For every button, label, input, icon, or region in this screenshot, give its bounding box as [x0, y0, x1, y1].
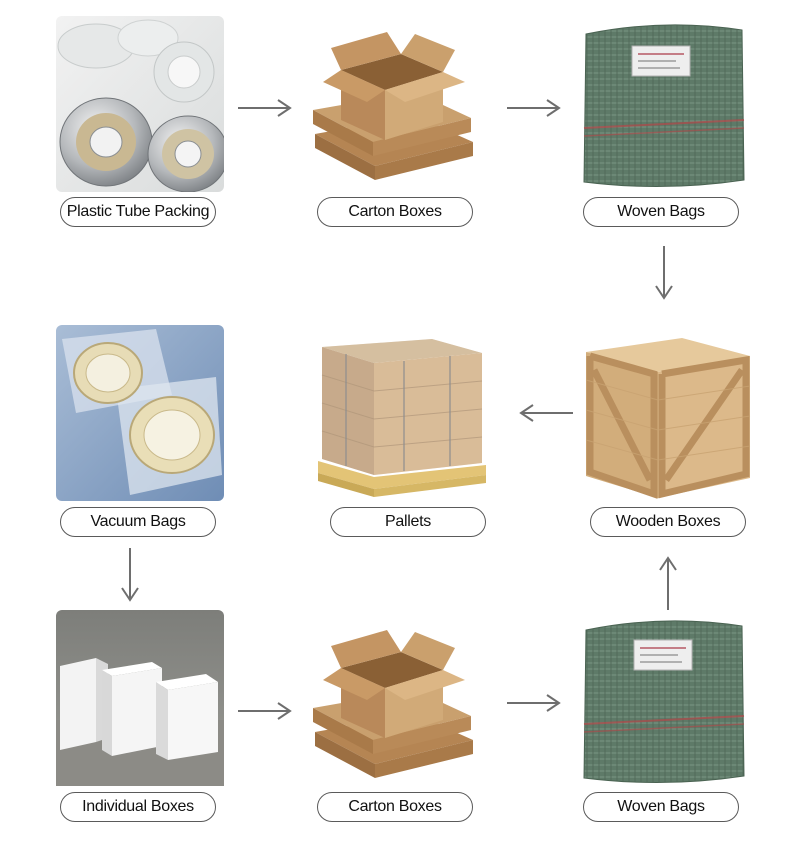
- step-label-woven-bags-2: Woven Bags: [583, 792, 739, 822]
- individual-boxes-photo: [56, 610, 224, 786]
- step-label-plastic-tube-packing: Plastic Tube Packing: [60, 197, 216, 227]
- arrow-right-icon: [507, 694, 561, 712]
- arrow-right-icon: [238, 99, 292, 117]
- step-label-pallets: Pallets: [330, 507, 486, 537]
- step-label-carton-boxes-2: Carton Boxes: [317, 792, 473, 822]
- pallets-photo: [318, 339, 486, 497]
- woven-bags-photo-2: [583, 620, 745, 784]
- step-label-individual-boxes: Individual Boxes: [60, 792, 216, 822]
- arrow-left-icon: [519, 404, 573, 422]
- plastic-tube-packing-photo: [56, 16, 224, 192]
- step-label-vacuum-bags: Vacuum Bags: [60, 507, 216, 537]
- step-label-wooden-boxes: Wooden Boxes: [590, 507, 746, 537]
- step-label-carton-boxes: Carton Boxes: [317, 197, 473, 227]
- vacuum-bags-photo: [56, 325, 224, 501]
- arrow-right-icon: [238, 702, 292, 720]
- arrow-up-icon: [659, 556, 677, 610]
- carton-boxes-photo: [313, 630, 473, 778]
- woven-bags-photo: [583, 24, 745, 188]
- arrow-down-icon: [121, 548, 139, 602]
- arrow-right-icon: [507, 99, 561, 117]
- carton-boxes-photo: [313, 32, 473, 180]
- step-label-woven-bags: Woven Bags: [583, 197, 739, 227]
- wooden-boxes-photo: [585, 338, 751, 499]
- arrow-down-icon: [655, 246, 673, 300]
